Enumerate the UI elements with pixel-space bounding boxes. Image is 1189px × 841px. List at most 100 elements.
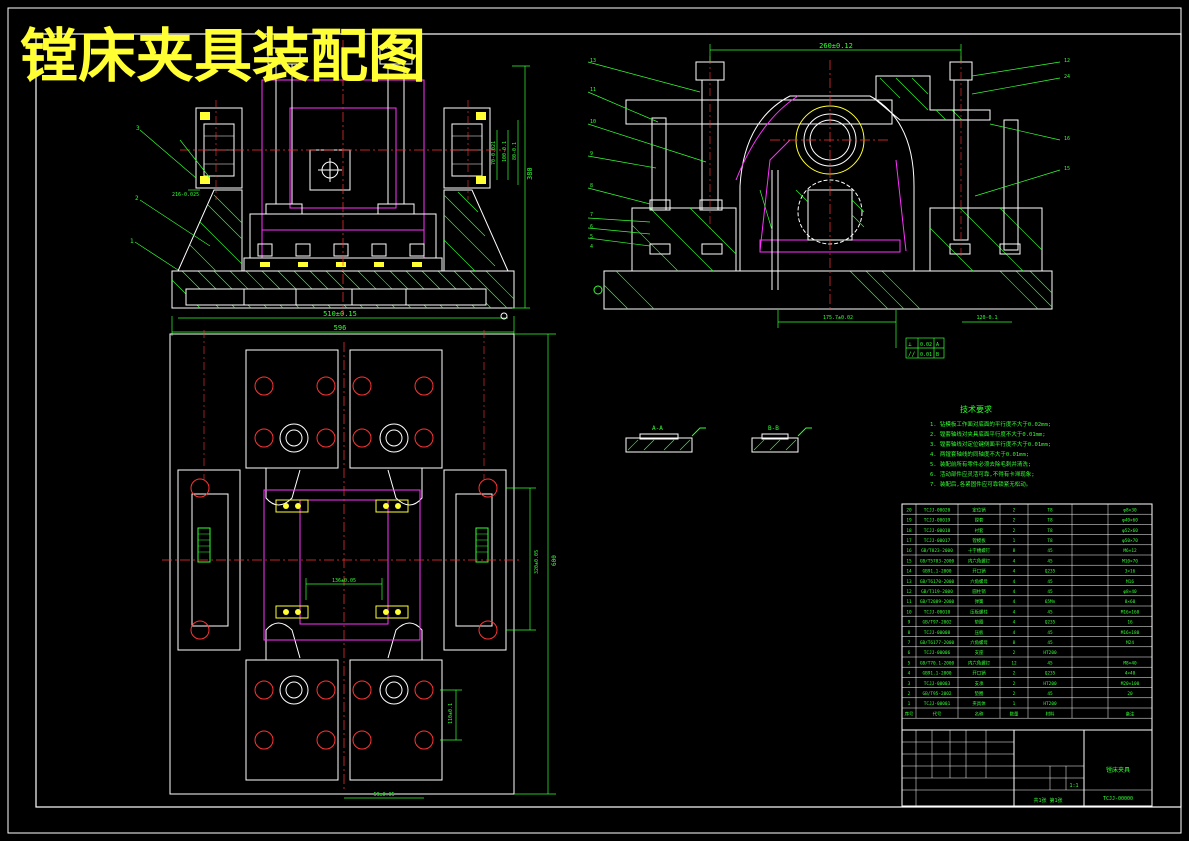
bom-cell: 2 <box>1013 671 1016 677</box>
bom-cell: 3 <box>908 681 911 687</box>
bom-cell: GB/T119-2000 <box>921 589 953 595</box>
bom-header-cell: 名称 <box>975 710 984 717</box>
front-height-dim: 380 <box>526 167 534 180</box>
bom-cell: 18 <box>906 528 912 534</box>
bom-cell: 六角螺母 <box>970 639 988 646</box>
bom-cell: M6×12 <box>1123 548 1137 554</box>
bom-cell: 19 <box>906 518 912 524</box>
side-view: 260±0.12 175.7±0.02 120-0.1 13 11 10 9 8… <box>587 42 1070 359</box>
bom-header-cell: 数量 <box>1010 710 1019 717</box>
tol-2-sym: // <box>908 351 916 358</box>
bom-cell: 4 <box>1013 630 1016 636</box>
tech-item-6: 6. 活动部件应灵活可靠,不得有卡滞现象; <box>930 470 1035 478</box>
bom-cell: GB/T2089-2000 <box>920 599 955 605</box>
bom-cell: T8 <box>1047 507 1053 513</box>
tol-1-ref: A <box>936 342 939 348</box>
side-bottom-right-dim: 120-0.1 <box>976 315 997 321</box>
front-small-dim-2: 100-0.1 <box>502 141 508 162</box>
bom-cell: GB/T823-2000 <box>921 548 953 554</box>
bom-cell: φ52×60 <box>1122 528 1138 534</box>
title-block: 镗床夹具 TCJJ-00000 1:1 共1张 第1张 <box>901 729 1153 807</box>
side-leader-4: 4 <box>590 244 593 250</box>
front-leader-1: 1 <box>130 238 134 245</box>
bom-cell: 45 <box>1047 691 1053 697</box>
bom-cell: φ50×70 <box>1122 538 1138 544</box>
bom-cell: 2 <box>1013 681 1016 687</box>
bom-cell: GB91.1-2000 <box>922 671 951 677</box>
plan-height-dim: 600 <box>551 555 558 566</box>
bom-cell: 六角螺母 <box>970 578 988 585</box>
bom-cell: 4 <box>1013 599 1016 605</box>
tech-item-2: 2. 镗套轴线对夹具底面平行度不大于0.01mm; <box>930 430 1046 438</box>
bom-cell: 13 <box>906 579 912 585</box>
bom-cell: 7 <box>908 640 911 646</box>
bom-header-cell: 序号 <box>905 710 914 717</box>
bom-cell: 4 <box>1013 589 1016 595</box>
bom-cell: TCJJ-00018 <box>924 528 951 534</box>
bom-cell: 6 <box>908 650 911 656</box>
bom-cell: TCJJ-00008 <box>924 630 951 636</box>
bom-cell: 2 <box>1013 528 1016 534</box>
bom-cell: TCJJ-00001 <box>924 701 951 707</box>
bom-cell: 开口销 <box>972 568 986 575</box>
front-leader-3: 3 <box>136 125 140 132</box>
bom-cell: GB/T6177-2000 <box>920 640 955 646</box>
bom-cell: TCJJ-00020 <box>924 507 951 513</box>
bom-cell: HT200 <box>1043 681 1057 687</box>
bom-cell: 45 <box>1047 558 1053 564</box>
bom-cell: 12 <box>906 589 912 595</box>
bom-cell: GB/T97-2002 <box>922 620 951 626</box>
bom-cell: 4 <box>1013 558 1016 564</box>
tol-1-val: 0.02 <box>920 342 932 348</box>
drawing-title: 镗床夹具装配图 <box>20 22 426 90</box>
side-leader-13: 13 <box>590 58 596 64</box>
tech-item-7: 7. 装配后,各紧固件应可靠锁紧无松动。 <box>930 480 1031 488</box>
bom-cell: 弹簧 <box>975 598 984 605</box>
bom-cell: 45 <box>1047 589 1053 595</box>
front-width-dim: 596 <box>334 324 347 332</box>
bom-cell: 8 <box>1013 548 1016 554</box>
plan-center-dim: 136±0.05 <box>332 578 356 584</box>
bom-cell: 4 <box>1013 609 1016 615</box>
bom-cell: 内六角螺钉 <box>968 557 991 564</box>
front-center-dim: 510±0.15 <box>323 310 357 318</box>
bom-cell: GB91.1-2000 <box>922 569 951 575</box>
bom-cell: φ8×40 <box>1123 589 1137 595</box>
bom-cell: 20 <box>1127 691 1133 697</box>
bom-cell: 1 <box>908 701 911 707</box>
plan-bottom-dim: 59±0.05 <box>373 792 394 798</box>
tech-heading: 技术要求 <box>960 404 992 414</box>
inner-frame <box>35 33 1182 808</box>
bom-cell: TCJJ-00006 <box>924 650 951 656</box>
title-scale: 1:1 <box>1069 783 1078 789</box>
side-leader-16: 16 <box>1064 136 1070 142</box>
bom-cell: 65Mn <box>1045 599 1056 605</box>
side-bottom-dim: 175.7±0.02 <box>823 315 853 321</box>
bom-cell: 8 <box>908 630 911 636</box>
bom-cell: 11 <box>906 599 912 605</box>
side-leader-5: 5 <box>590 234 593 240</box>
bom-cell: 支承 <box>975 680 984 687</box>
bom-cell: 定位销 <box>972 506 986 513</box>
bom-cell: 压板 <box>975 629 984 636</box>
bom-cell: 3×16 <box>1125 569 1136 575</box>
bom-cell: 9 <box>908 620 911 626</box>
bom-cell: 45 <box>1047 609 1053 615</box>
front-small-dim-1: 70-0.021 <box>491 141 497 165</box>
bom-cell: 内六角螺钉 <box>968 659 991 666</box>
bom-cell: GB/T6170-2000 <box>920 579 955 585</box>
bom-cell: Q235 <box>1045 671 1056 677</box>
bom-cell: 4 <box>1013 579 1016 585</box>
bom-cell: T8 <box>1047 538 1053 544</box>
tech-requirements: 技术要求 1. 钻模板工作面对底面的平行度不大于0.02mm; 2. 镗套轴线对… <box>930 404 1051 488</box>
bom-cell: φ40×60 <box>1122 518 1138 524</box>
bom-cell: 垫圈 <box>975 690 984 697</box>
bom-cell: T8 <box>1047 518 1053 524</box>
front-small-dim-3: 80-0.1 <box>512 142 518 160</box>
side-leader-6: 6 <box>590 224 593 230</box>
bom-cell: TCJJ-00010 <box>924 609 951 615</box>
side-top-dim: 260±0.12 <box>819 42 853 50</box>
bom-cell: 压板螺柱 <box>970 608 988 615</box>
bom-cell: 45 <box>1047 548 1053 554</box>
